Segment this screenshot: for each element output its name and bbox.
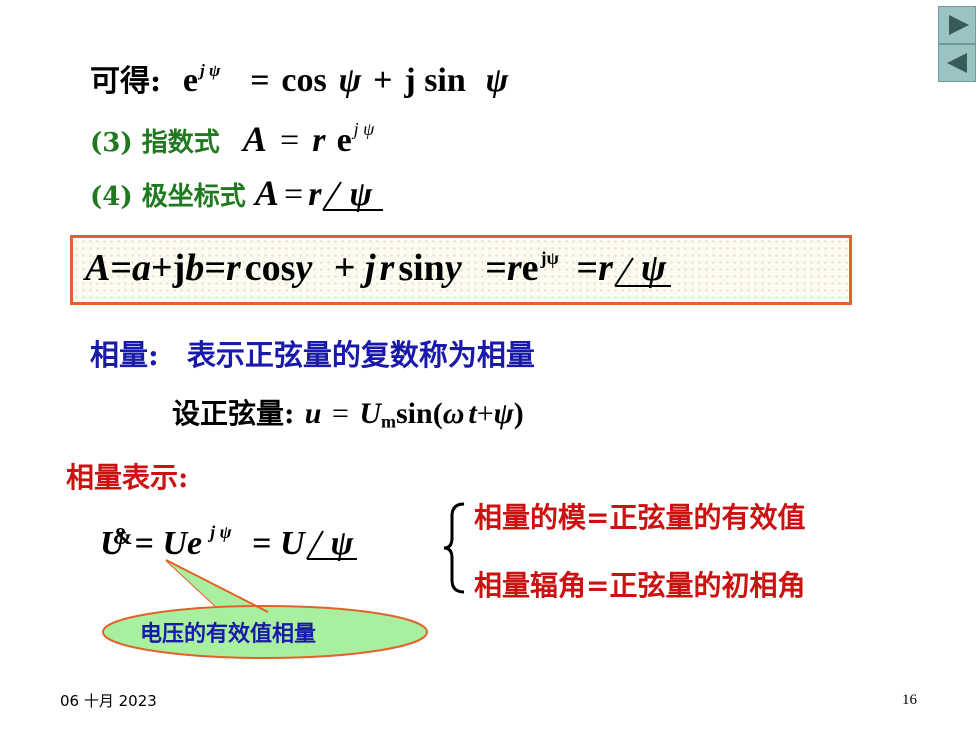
symbol-y: y	[295, 247, 313, 289]
symbol-u: u	[304, 397, 322, 430]
equals: =	[250, 62, 270, 99]
symbol-t: t	[468, 397, 477, 430]
symbol-j: j	[172, 247, 186, 289]
paren-left: (	[432, 397, 443, 430]
equals: =	[204, 247, 226, 289]
equals: =	[331, 397, 349, 430]
cos-func: cos	[244, 247, 296, 289]
paren-right: )	[513, 397, 524, 430]
psi: ψ	[330, 525, 354, 563]
symbol-A: A	[254, 173, 279, 213]
equals: =	[576, 247, 599, 289]
phasor-definition-text: 表示正弦量的复数称为相量	[186, 338, 535, 372]
sin-func: sin	[398, 247, 445, 289]
symbol-r: r	[379, 247, 395, 289]
symbol-U: U	[359, 397, 381, 430]
psi: ψ	[493, 397, 514, 430]
equals: =	[283, 176, 304, 213]
angle-psi: ψ	[613, 246, 672, 290]
symbol-r: r	[312, 122, 326, 159]
exponential-form-label: (3) 指数式	[90, 128, 220, 158]
jsin-func: j sin	[404, 62, 466, 99]
sin-func: sin	[395, 397, 433, 430]
symbol-U: U	[280, 525, 305, 563]
equals: =	[252, 525, 272, 563]
exponent: j ψ	[353, 118, 375, 139]
exponent: j ψ	[200, 60, 221, 80]
e-base: e	[336, 122, 352, 159]
plus: +	[476, 397, 494, 430]
angle-note: 相量辐角=正弦量的初相角	[474, 569, 806, 602]
symbol-y: y	[444, 247, 462, 289]
equals: =	[110, 247, 133, 289]
psi: ψ	[338, 62, 362, 99]
symbol-Ue: Ue	[162, 525, 203, 563]
angle-icon	[614, 257, 671, 287]
equals: =	[279, 122, 300, 159]
symbol-r: r	[308, 176, 322, 213]
angle-icon	[305, 530, 357, 561]
modulus-note: 相量的模=正弦量的有效值	[474, 501, 806, 534]
omega: ω	[442, 397, 465, 430]
exponent: jψ	[540, 247, 559, 268]
psi: ψ	[640, 247, 667, 289]
angle-icon	[322, 181, 384, 211]
callout-text: 电压的有效值相量	[140, 621, 317, 647]
plus: +	[333, 247, 356, 289]
plus: +	[151, 247, 173, 289]
cos-func: cos	[281, 62, 327, 99]
footer-date: 06 十月 2023	[60, 692, 157, 710]
curly-brace-icon	[443, 502, 465, 594]
symbol-j: j	[364, 247, 376, 289]
exponent: j ψ	[210, 522, 232, 542]
sinusoid-label: 设正弦量:	[172, 397, 295, 430]
phasor-representation-label: 相量表示:	[66, 461, 189, 494]
symbol-U: U	[100, 525, 125, 563]
equals: =	[134, 525, 154, 563]
symbol-b: b	[185, 247, 205, 289]
subscript-m: m	[380, 411, 396, 432]
phasor-label: 相量:	[90, 338, 159, 372]
psi: ψ	[349, 176, 373, 213]
e-base: e	[521, 247, 539, 289]
polar-form-label: (4) 极坐标式	[90, 182, 246, 212]
symbol-A: A	[85, 247, 111, 289]
symbol-r: r	[225, 247, 241, 289]
symbol-r: r	[598, 247, 613, 289]
symbol-a: a	[132, 247, 152, 289]
next-slide-button[interactable]	[938, 6, 976, 44]
plus: +	[373, 62, 393, 99]
euler-label: 可得:	[90, 64, 162, 99]
psi: ψ	[485, 62, 509, 99]
phasor-definition: 相量: 表示正弦量的复数称为相量	[90, 332, 535, 374]
triangle-left-icon	[947, 53, 967, 73]
prev-slide-button[interactable]	[938, 44, 976, 82]
page-number: 16	[902, 692, 917, 708]
angle-psi: ψ	[321, 176, 384, 214]
equals: =	[485, 247, 507, 289]
dot-marker: &	[112, 524, 133, 551]
callout-bubble	[102, 559, 428, 659]
e-base: e	[182, 62, 199, 99]
symbol-r: r	[506, 247, 522, 289]
symbol-A: A	[242, 119, 267, 159]
triangle-right-icon	[949, 15, 969, 35]
angle-psi: ψ	[305, 525, 360, 563]
